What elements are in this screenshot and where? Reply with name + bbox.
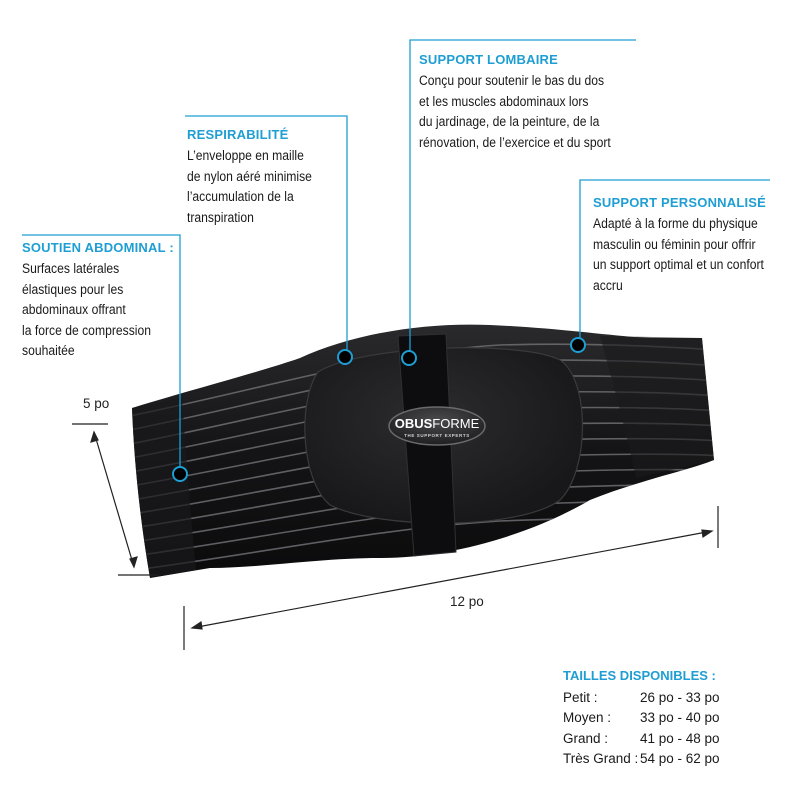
available-sizes: TAILLES DISPONIBLES : Petit : 26 po - 33… — [563, 668, 720, 769]
callout-lumbar-title: SUPPORT LOMBAIRE — [419, 52, 558, 67]
callout-breathability-title: RESPIRABILITÉ — [187, 127, 289, 142]
logo-tagline: THE SUPPORT EXPERTS — [404, 433, 470, 438]
size-range: 41 po - 48 po — [640, 730, 720, 746]
callout-lumbar-body: Conçu pour soutenir le bas du dos et les… — [419, 73, 611, 150]
callout-abdominal-body: Surfaces latérales élastiques pour les a… — [22, 261, 151, 358]
height-arrow — [93, 431, 135, 568]
height-arrow-head-top — [90, 430, 99, 443]
callout-abdominal-title: SOUTIEN ABDOMINAL : — [22, 240, 174, 255]
width-dimension-label: 12 po — [450, 594, 484, 609]
brand-logo: OBUSFORME THE SUPPORT EXPERTS — [388, 406, 486, 446]
dimension-lines — [72, 423, 719, 650]
size-name: Très Grand : — [563, 751, 639, 767]
height-dimension-label: 5 po — [83, 396, 110, 411]
target-breathability — [337, 349, 353, 365]
target-abdominal — [172, 466, 188, 482]
sizes-title: TAILLES DISPONIBLES : — [563, 668, 716, 683]
width-arrow — [191, 530, 713, 629]
size-name: Moyen : — [563, 710, 612, 726]
size-range: 33 po - 40 po — [640, 710, 720, 726]
width-arrow-head-left — [190, 620, 203, 630]
callout-leaders — [22, 39, 770, 467]
width-arrow-head-right — [701, 529, 714, 539]
callout-custom-body: Adapté à la forme du physique masculin o… — [593, 216, 764, 293]
leader-lumbar — [409, 39, 636, 352]
leader-breathability — [185, 115, 348, 352]
callout-abdominal-support: SOUTIEN ABDOMINAL : Surfaces latérales é… — [22, 240, 174, 362]
size-row: Moyen : 33 po - 40 po — [563, 708, 720, 729]
callout-targets — [172, 337, 586, 482]
callout-lumbar-support: SUPPORT LOMBAIRE Conçu pour soutenir le … — [419, 52, 632, 153]
callout-breathability: RESPIRABILITÉ L’enveloppe en maille de n… — [187, 127, 326, 228]
belt-body — [132, 324, 714, 578]
target-lumbar — [401, 350, 417, 366]
size-name: Grand : — [563, 730, 609, 746]
size-row: Petit : 26 po - 33 po — [563, 687, 720, 708]
callout-breathability-body: L’enveloppe en maille de nylon aéré mini… — [187, 148, 312, 225]
target-custom — [570, 337, 586, 353]
size-row: Grand : 41 po - 48 po — [563, 728, 720, 749]
leader-custom — [579, 179, 770, 340]
sizes-table: Petit : 26 po - 33 po Moyen : 33 po - 40… — [563, 687, 720, 769]
size-name: Petit : — [563, 689, 598, 705]
size-range: 54 po - 62 po — [640, 751, 720, 767]
logo-wordmark: OBUSFORME — [395, 416, 480, 431]
size-range: 26 po - 33 po — [640, 689, 720, 705]
height-arrow-head-bottom — [129, 556, 138, 569]
callout-custom-title: SUPPORT PERSONNALISÉ — [593, 195, 767, 210]
callout-custom-support: SUPPORT PERSONNALISÉ Adapté à la forme d… — [593, 195, 783, 296]
leader-abdominal — [22, 234, 181, 467]
right-elastic-panel — [600, 336, 714, 478]
size-row: Très Grand : 54 po - 62 po — [563, 749, 720, 770]
